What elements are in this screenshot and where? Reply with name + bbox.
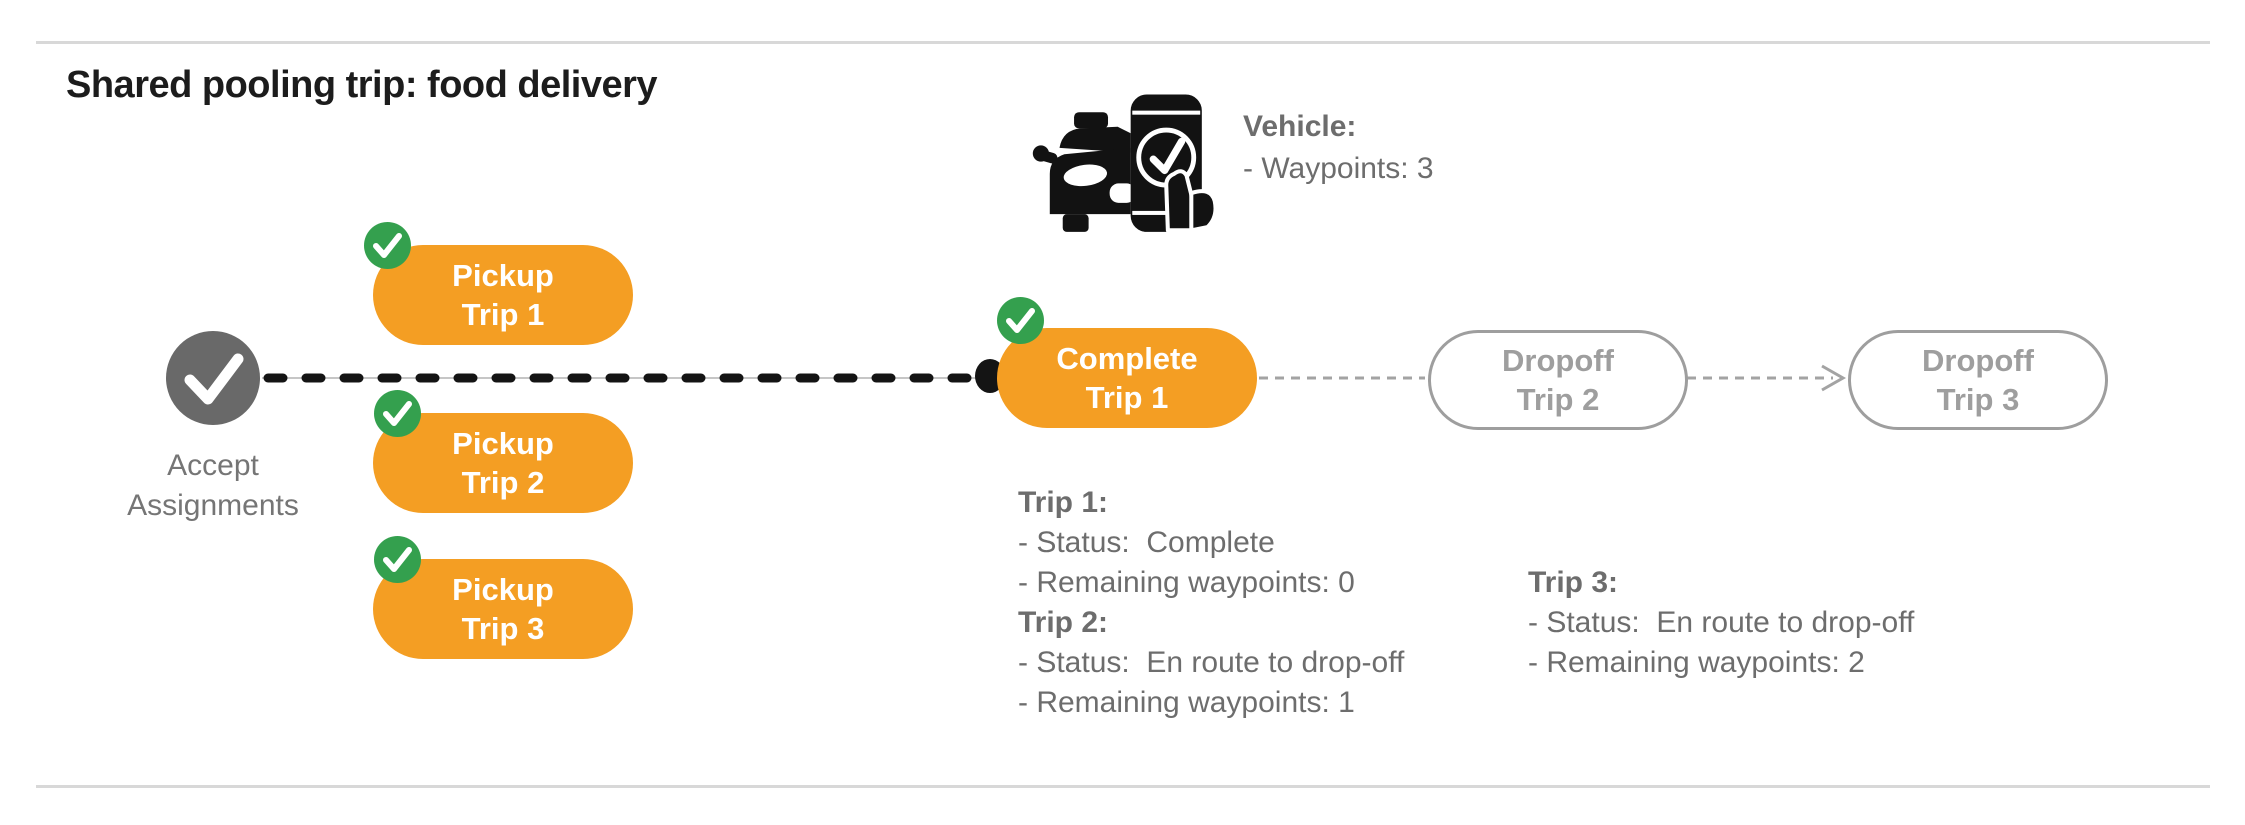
trip3-waypoints: - Remaining waypoints: 2 [1528, 646, 1865, 679]
vehicle-waypoints: - Waypoints: 3 [1243, 152, 1434, 185]
check-circle-icon [374, 390, 421, 437]
trip1-status: - Status: Complete [1018, 526, 1275, 559]
top-divider [36, 41, 2210, 44]
trip3-status: - Status: En route to drop-off [1528, 606, 1915, 639]
check-circle-icon [364, 222, 411, 269]
trip3-title: Trip 3: [1528, 566, 1619, 599]
trip1-waypoints: - Remaining waypoints: 0 [1018, 566, 1355, 599]
check-icon [166, 331, 260, 425]
vehicle-info: Vehicle: - Waypoints: 3 [1243, 106, 1434, 190]
trip-status-block-2: Trip 3: - Status: En route to drop-off -… [1528, 563, 1914, 683]
accept-assignments-label: Accept Assignments [127, 449, 299, 522]
trip2-waypoints: - Remaining waypoints: 1 [1018, 686, 1355, 719]
node-dropoff-trip-3: Dropoff Trip 3 [1848, 330, 2108, 430]
arrowhead-icon [1821, 364, 1847, 392]
car-phone-check-icon [1032, 82, 1218, 246]
trip1-title: Trip 1: [1018, 486, 1109, 519]
node-complete-trip-1: Complete Trip 1 [997, 328, 1257, 428]
node-pickup-trip-2: Pickup Trip 2 [373, 413, 633, 513]
vehicle-label: Vehicle: [1243, 110, 1357, 143]
check-circle-icon [374, 536, 421, 583]
node-pickup-trip-1: Pickup Trip 1 [373, 245, 633, 345]
node-dropoff-trip-2: Dropoff Trip 2 [1428, 330, 1688, 430]
check-circle-icon [997, 297, 1044, 344]
trip2-title: Trip 2: [1018, 606, 1109, 639]
bottom-divider [36, 785, 2210, 788]
accept-assignments-node [166, 331, 260, 425]
trip-status-block-1: Trip 1: - Status: Complete - Remaining w… [1018, 483, 1404, 723]
page-title: Shared pooling trip: food delivery [66, 64, 658, 106]
node-pickup-trip-3: Pickup Trip 3 [373, 559, 633, 659]
trip2-status: - Status: En route to drop-off [1018, 646, 1405, 679]
